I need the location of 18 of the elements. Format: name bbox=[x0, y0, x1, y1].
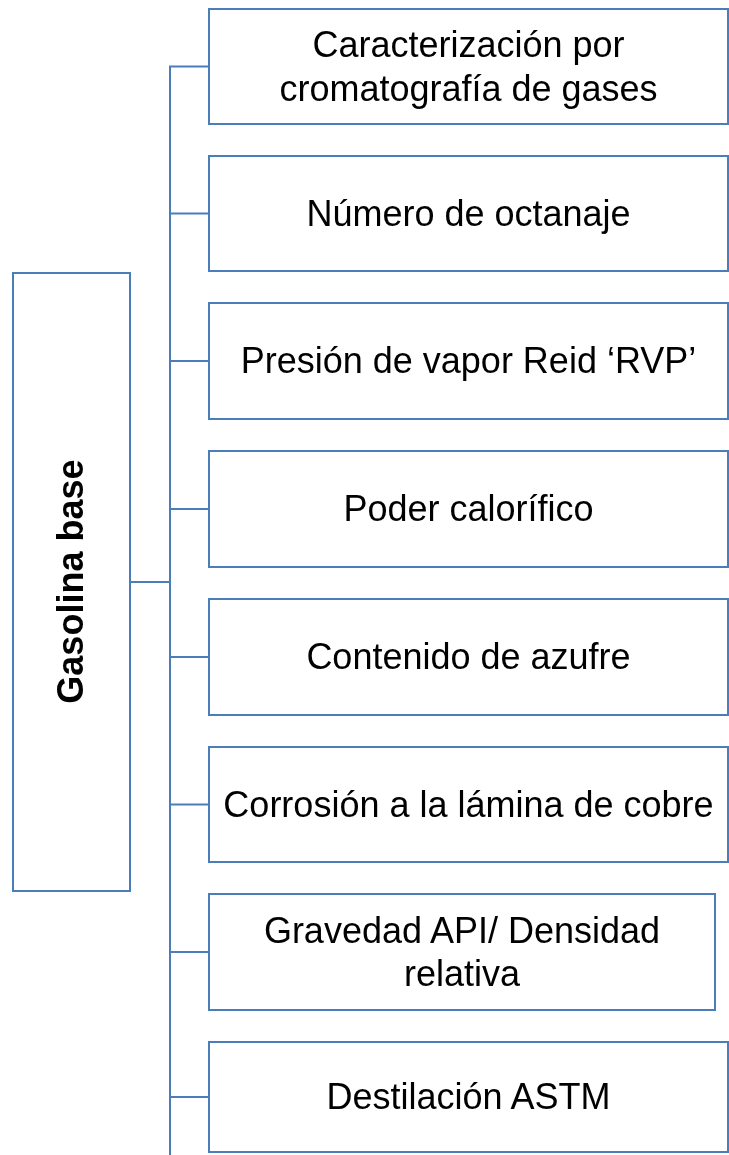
property-label: Corrosión a la lámina de cobre bbox=[222, 782, 715, 827]
property-box bbox=[208, 746, 729, 863]
property-box bbox=[208, 302, 729, 420]
property-box bbox=[208, 893, 716, 1011]
root-box bbox=[12, 272, 131, 892]
property-box bbox=[208, 450, 729, 568]
property-label: Caracterización por cromatografía de gases bbox=[278, 23, 659, 110]
property-box bbox=[208, 598, 729, 716]
property-label: Gravedad API/ Densidad relativa bbox=[262, 908, 662, 996]
property-box bbox=[208, 155, 729, 272]
property-label: Poder calorífico bbox=[342, 487, 595, 531]
property-label: Destilación ASTM bbox=[325, 1075, 612, 1119]
property-box bbox=[208, 8, 729, 125]
property-label: Número de octanaje bbox=[305, 191, 632, 236]
property-label: Presión de vapor Reid ‘RVP’ bbox=[239, 339, 698, 383]
property-label: Contenido de azufre bbox=[305, 635, 632, 679]
property-box bbox=[208, 1041, 729, 1153]
root-label: Gasolina base bbox=[49, 458, 93, 707]
